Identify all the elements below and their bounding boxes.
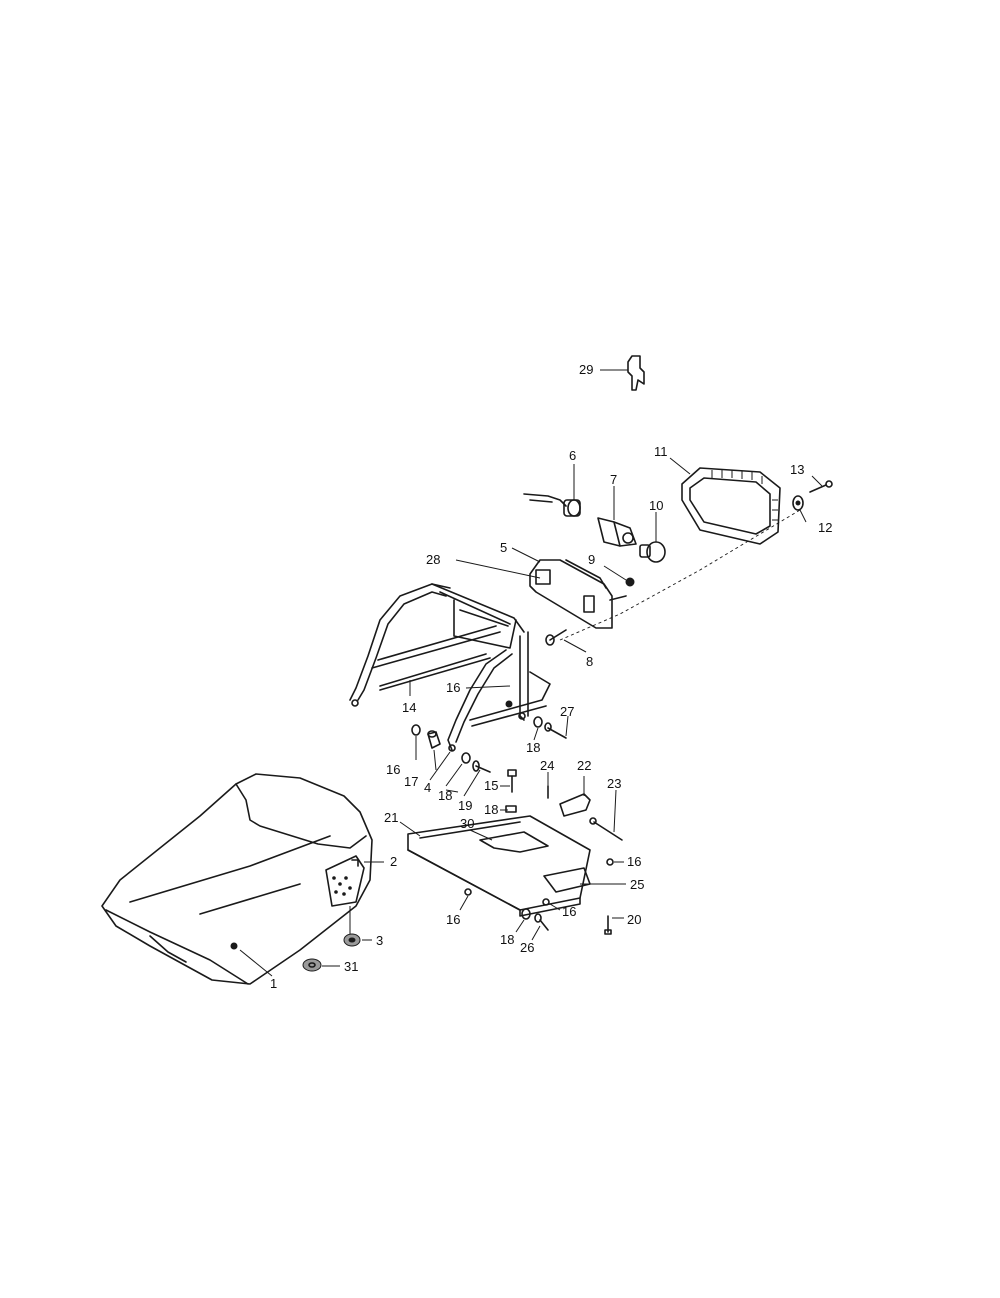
label-16-a: 16 — [446, 680, 460, 695]
part-13-screw — [809, 480, 833, 493]
label-8: 8 — [586, 654, 593, 669]
label-28: 28 — [426, 552, 440, 567]
label-15: 15 — [484, 778, 498, 793]
part-29-clip — [627, 355, 645, 391]
label-17: 17 — [404, 774, 418, 789]
label-4: 4 — [424, 780, 431, 795]
part-21-plate — [407, 815, 591, 917]
label-18-c: 18 — [484, 802, 498, 817]
part-16-nut-c — [606, 858, 614, 866]
part-15-bolt — [507, 769, 517, 793]
label-23: 23 — [607, 776, 621, 791]
part-10-bulb — [639, 541, 666, 563]
label-21: 21 — [384, 810, 398, 825]
label-20: 20 — [627, 912, 641, 927]
label-6: 6 — [569, 448, 576, 463]
part-18-washer-a — [461, 752, 471, 764]
label-16-b: 16 — [386, 762, 400, 777]
label-13: 13 — [790, 462, 804, 477]
label-19: 19 — [458, 798, 472, 813]
part-27-bolt — [544, 722, 567, 739]
part-23-pin — [589, 817, 623, 841]
part-1-seat — [101, 773, 373, 985]
label-10: 10 — [649, 498, 663, 513]
label-31: 31 — [344, 959, 358, 974]
label-18-d: 18 — [500, 932, 514, 947]
label-26: 26 — [520, 940, 534, 955]
label-12: 12 — [818, 520, 832, 535]
label-30: 30 — [460, 816, 474, 831]
label-3: 3 — [376, 933, 383, 948]
part-labels: 29 6 7 10 11 12 13 5 28 9 8 14 16 27 18 … — [270, 362, 832, 991]
part-8-screw — [545, 629, 567, 646]
part-3-grommet — [343, 906, 361, 947]
label-18-b: 18 — [438, 788, 452, 803]
part-14-carrier — [349, 583, 551, 752]
label-18-a: 18 — [526, 740, 540, 755]
part-7-bracket — [597, 517, 637, 547]
part-22-clip — [559, 793, 591, 817]
label-25: 25 — [630, 877, 644, 892]
assembly-line — [559, 509, 801, 641]
part-20-bolt — [604, 915, 612, 935]
part-18-washer-c — [505, 805, 517, 813]
part-18-washer-b — [533, 716, 543, 728]
part-17-spacer — [427, 730, 441, 749]
part-16-nut-a — [411, 724, 421, 736]
label-24: 24 — [540, 758, 554, 773]
part-12-washer — [792, 495, 804, 511]
label-16-e: 16 — [446, 912, 460, 927]
label-5: 5 — [500, 540, 507, 555]
part-26-bolt — [534, 913, 549, 931]
label-29: 29 — [579, 362, 593, 377]
part-11-lens — [681, 467, 781, 545]
label-22: 22 — [577, 758, 591, 773]
part-9-nut — [625, 577, 635, 587]
label-16-d: 16 — [562, 904, 576, 919]
part-31-washer — [302, 958, 322, 972]
label-11: 11 — [654, 444, 668, 459]
label-9: 9 — [588, 552, 595, 567]
label-7: 7 — [610, 472, 617, 487]
label-1: 1 — [270, 976, 277, 991]
label-2: 2 — [390, 854, 397, 869]
part-16-nut-b — [505, 700, 513, 708]
label-27: 27 — [560, 704, 574, 719]
part-6-socket — [523, 493, 581, 517]
part-30-label — [479, 831, 549, 853]
label-14: 14 — [402, 700, 416, 715]
leader-lines — [239, 369, 823, 977]
label-16-c: 16 — [627, 854, 641, 869]
part-19-bolt — [472, 760, 491, 773]
part-2-reflector — [325, 855, 365, 907]
part-16-nut-e — [464, 888, 472, 896]
